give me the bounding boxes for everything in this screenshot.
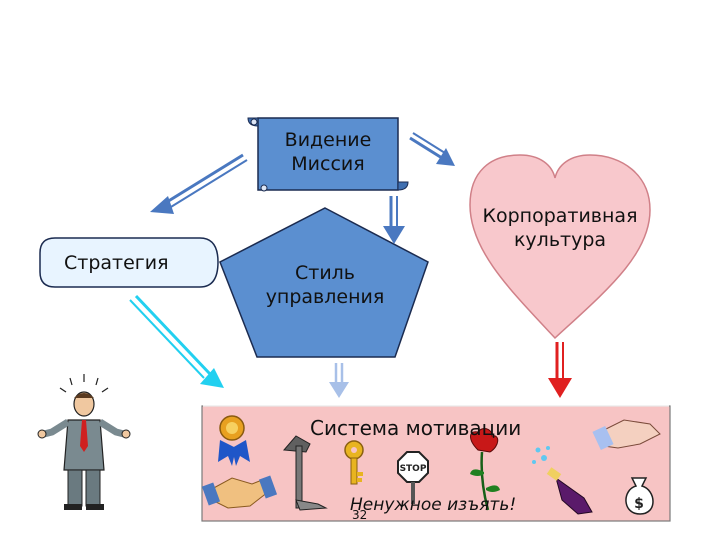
corporate-culture-heart [469, 154, 651, 340]
arrow-scroll-to-strategy [150, 153, 248, 214]
money-bag-icon: $ [625, 477, 654, 515]
management-text: управления [265, 286, 385, 308]
mission-text: Миссия [291, 153, 365, 175]
stop-sign-icon: STOP [397, 451, 429, 504]
motivation-system-title: Система мотивации [310, 416, 522, 440]
motivation-panel [201, 405, 671, 522]
shrugging-man-figure [37, 374, 131, 510]
key-icon [344, 440, 364, 485]
award-ribbon-icon [218, 415, 250, 466]
culture-text: культура [513, 229, 607, 251]
arrow-scroll-to-heart [409, 132, 455, 166]
hammer-icon [282, 435, 328, 511]
vision-mission-label: Видение Миссия [258, 128, 398, 176]
champagne-icon [532, 446, 593, 515]
vision-text: Видение [284, 129, 372, 151]
handshake-icon [201, 475, 278, 509]
vision-mission-scroll [247, 117, 409, 192]
arrow-strategy-to-motivation [129, 294, 224, 388]
strategy-shape [39, 237, 219, 288]
style-text: Стиль [294, 262, 356, 284]
arrow-pentagon-to-motivation [329, 363, 349, 398]
strategy-label: Стратегия [64, 252, 169, 274]
remove-unnecessary-caption: Ненужное изъять! [350, 495, 517, 515]
arrow-scroll-to-pentagon [383, 196, 405, 244]
arrow-heart-to-motivation [548, 342, 572, 398]
money-sign-text: $ [634, 496, 644, 512]
pointing-hand-icon [592, 419, 661, 451]
page-number: 32 [352, 508, 368, 522]
rose-icon [470, 428, 500, 511]
stop-sign-text: STOP [400, 464, 427, 474]
management-style-pentagon [219, 207, 429, 358]
corporate-text: Корпоративная [482, 205, 638, 227]
management-style-label: Стиль управления [230, 261, 420, 309]
corporate-culture-label: Корпоративная культура [470, 204, 650, 252]
